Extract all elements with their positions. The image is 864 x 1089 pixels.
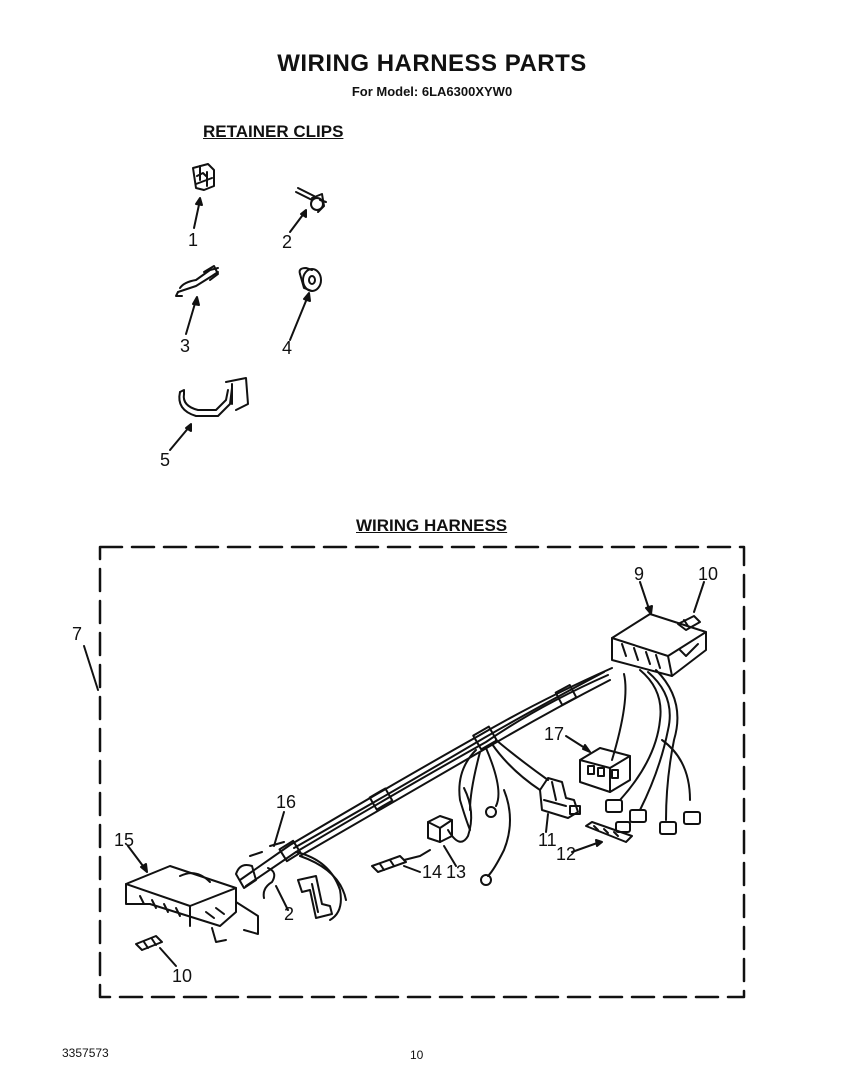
leader-14 (403, 865, 421, 873)
callout-13: 13 (446, 862, 467, 882)
component-14 (371, 849, 431, 873)
leader-3 (185, 299, 197, 335)
component-11 (539, 777, 581, 819)
leader-12 (571, 841, 601, 853)
retainer-clips-heading: RETAINER CLIPS (203, 122, 344, 141)
model-subtitle: For Model: 6LA6300XYW0 (351, 84, 513, 99)
callout-2-harness: 2 (284, 904, 295, 924)
component-13 (427, 815, 453, 843)
leader-13 (443, 845, 457, 867)
leader-5 (169, 425, 191, 451)
callout-16: 16 (276, 792, 297, 812)
middle-wire-branches (447, 739, 549, 886)
callout-17: 17 (544, 724, 565, 744)
retainer-clip-1 (192, 163, 215, 191)
harness-main-bundle (239, 667, 613, 887)
callout-14: 14 (422, 862, 443, 882)
callout-15: 15 (114, 830, 135, 850)
connector-15 (125, 865, 259, 943)
leader-7 (83, 645, 99, 691)
left-wire-group (235, 851, 347, 921)
callout-12: 12 (556, 844, 577, 864)
retainer-clip-5 (178, 377, 249, 417)
retainer-clip-3 (175, 265, 219, 297)
leader-16 (273, 811, 285, 847)
callout-3: 3 (180, 336, 191, 356)
leader-11 (545, 813, 549, 833)
leader-2-harness (275, 885, 289, 911)
leader-4 (289, 295, 309, 341)
page-number: 10 (410, 1048, 424, 1062)
right-wire-branch (605, 669, 701, 835)
wire-16 (269, 841, 285, 847)
callout-11: 11 (538, 830, 557, 850)
terminal-10-bottom (135, 935, 163, 951)
callout-5: 5 (160, 450, 171, 470)
harness-boundary (98, 545, 746, 999)
connector-17 (579, 747, 631, 793)
leader-10-top (693, 581, 705, 613)
page-title: WIRING HARNESS PARTS (277, 50, 587, 77)
callout-10-bottom: 10 (172, 966, 193, 986)
callout-7: 7 (72, 624, 83, 644)
terminal-10-top (677, 615, 701, 631)
callout-10-top: 10 (698, 564, 719, 584)
callout-9: 9 (634, 564, 645, 584)
callout-1: 1 (188, 230, 199, 250)
callout-2: 2 (282, 232, 293, 252)
retainer-clip-2 (295, 187, 327, 213)
leader-10-bottom (159, 947, 177, 967)
callout-4: 4 (282, 338, 293, 358)
component-12 (585, 821, 633, 843)
connector-9 (611, 613, 707, 677)
part-number: 3357573 (62, 1046, 109, 1060)
wiring-harness-heading: WIRING HARNESS (356, 516, 508, 535)
retainer-clip-4 (298, 267, 322, 292)
